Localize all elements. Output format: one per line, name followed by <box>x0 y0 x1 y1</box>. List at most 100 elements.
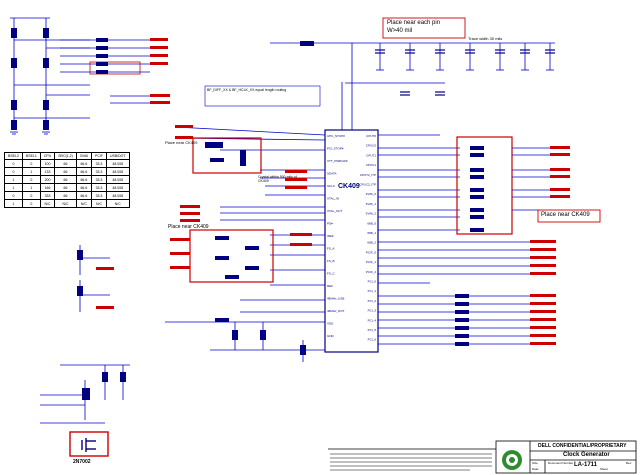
dell-logo-icon <box>502 450 522 470</box>
chip-left-pin-label: GND <box>327 334 335 338</box>
table-cell: 0 <box>21 199 41 208</box>
title-block-doc-label: Document Number <box>548 461 574 465</box>
chip-right-pin-label: CPUT0 <box>366 134 376 138</box>
chip-left-pin-label: SDATA <box>327 172 337 176</box>
chip-right-pin-label: 3V66_1 <box>366 202 377 206</box>
table-cell: 48.008 <box>105 183 130 192</box>
title-block-company: DELL CONFIDENTIAL/PROPRIETARY <box>538 443 627 449</box>
chip-right-wires <box>378 134 530 345</box>
top-mid-net-labels <box>150 38 170 104</box>
chip-left-pin-label: VTT_PWRGD# <box>327 159 348 163</box>
left-term-resistors <box>215 236 259 279</box>
crystal-note: Place near CK409 <box>165 140 198 145</box>
table-cell: 0 <box>21 159 41 168</box>
table-cell: 33.3 <box>90 175 107 184</box>
chip-right-pin-label: 66B_1 <box>367 231 376 235</box>
chip-left-pin-label: PD# <box>327 222 333 226</box>
table-cell: 66.6 <box>75 159 92 168</box>
chip-left-pin-label: FS_C <box>327 272 336 276</box>
chip-right-pin-label: PCI_0 <box>368 280 377 284</box>
chip-right-pin-label: CPUC0 <box>366 144 377 148</box>
left-termination-box <box>189 229 274 283</box>
chip-right-pin-label: PCIF_1 <box>366 260 377 264</box>
transistor-symbol <box>81 438 96 452</box>
chip-right-pin-label: CPUC1 <box>366 163 377 167</box>
crystal-components <box>205 142 246 166</box>
chip-right-pin-label: 3V66_2 <box>366 212 377 216</box>
chip-right-pin-label: PCI_1 <box>368 289 377 293</box>
table-cell: 33.3 <box>90 159 107 168</box>
table-cell: 200 <box>39 175 56 184</box>
chip-right-pin-label: PCI_3 <box>368 309 377 313</box>
place-near-pin-note-box <box>382 17 466 39</box>
lower-mid-components <box>215 318 306 355</box>
table-cell: 66.6 <box>75 191 92 200</box>
mid-left-pullups <box>79 245 110 312</box>
table-header-cell: PCIF <box>90 152 107 160</box>
table-cell: N/C <box>90 199 107 208</box>
table-cell: 48.008 <box>105 159 130 168</box>
crystal-red-box <box>192 137 262 174</box>
length-routing-note: BF_DIFF_XX & BF_HCLK_XX equal length rou… <box>207 88 287 92</box>
chip-right-pin-label: CPUC2_ITP <box>359 183 376 187</box>
table-cell: 33.3 <box>90 183 107 192</box>
power-rail <box>270 42 555 130</box>
trace-width-note: Trace width 30 mils <box>468 36 503 41</box>
table-cell: 48.008 <box>105 175 130 184</box>
xtal-distance-note: Crystal within 500 mils of CK409 <box>258 175 297 183</box>
chip-right-pin-label: 66B_2 <box>367 241 376 245</box>
chip-left-pin-label: XTAL_OUT <box>327 209 342 213</box>
chip-left-pin-label: FS_B <box>327 259 335 263</box>
table-cell: 166 <box>39 183 56 192</box>
place-near-each-pin-note: Place near each pin <box>387 20 441 26</box>
chip-left-pin-label: VDD <box>327 322 334 326</box>
mid-left-net-labels <box>96 267 114 309</box>
lower-mid-wires <box>234 322 304 362</box>
title-block-frame <box>328 440 637 474</box>
table-cell: N/C <box>39 199 56 208</box>
table-cell: 100 <box>39 159 56 168</box>
table-cell: 1 <box>21 183 41 192</box>
table-cell: N/C <box>75 199 92 208</box>
chip-left-pin-label: XTAL_IN <box>327 197 339 201</box>
chip-right-pin-label: PCI_6 <box>368 338 377 342</box>
table-cell: 66.6 <box>75 183 92 192</box>
table-cell: 33.3 <box>90 191 107 200</box>
ck409-chip-label: CK409 <box>338 183 360 190</box>
chip-left-pin-label: CPU_STOP# <box>327 134 345 138</box>
transistor-red-box <box>69 431 109 457</box>
length-note-box <box>204 85 321 107</box>
chip-right-pin-label: PCI_5 <box>368 328 377 332</box>
table-cell: 66 <box>54 159 77 168</box>
table-cell: 66.6 <box>75 175 92 184</box>
chip-left-wires <box>165 126 326 351</box>
table-cell: 33.3 <box>90 167 107 176</box>
table-cell: 333 <box>39 191 56 200</box>
table-cell: 1 <box>4 175 23 184</box>
left-net-labels <box>170 125 312 269</box>
table-header-cell: 3V66 <box>75 152 92 160</box>
title-block-date-label: Date: <box>532 467 540 471</box>
title-block-title: Clock Generator <box>563 452 610 458</box>
right-term-resistors <box>470 146 484 232</box>
table-cell: 1 <box>21 167 41 176</box>
right-series-resistors <box>455 294 469 346</box>
chip-left-pin-label: PCI_STOP# <box>327 147 344 151</box>
title-block-doc: LA-1711 <box>574 462 598 468</box>
legal-text-lines <box>330 453 492 471</box>
right-termination-box <box>456 136 513 235</box>
table-cell: 0 <box>21 191 41 200</box>
chip-left-pin-label: IREF <box>327 234 334 238</box>
place-near-ck409-right-box <box>537 209 601 223</box>
title-block-rev-label: Rev <box>626 461 632 465</box>
table-cell: 133 <box>39 167 56 176</box>
chip-right-pin-label: 3V66_0 <box>366 192 377 196</box>
title-block-sheet-label: Sheet <box>600 467 608 471</box>
table-cell: 48.008 <box>105 191 130 200</box>
place-near-ck409-right-note: Place near CK409 <box>541 212 590 218</box>
chip-right-pin-label: PCI_4 <box>368 318 377 322</box>
